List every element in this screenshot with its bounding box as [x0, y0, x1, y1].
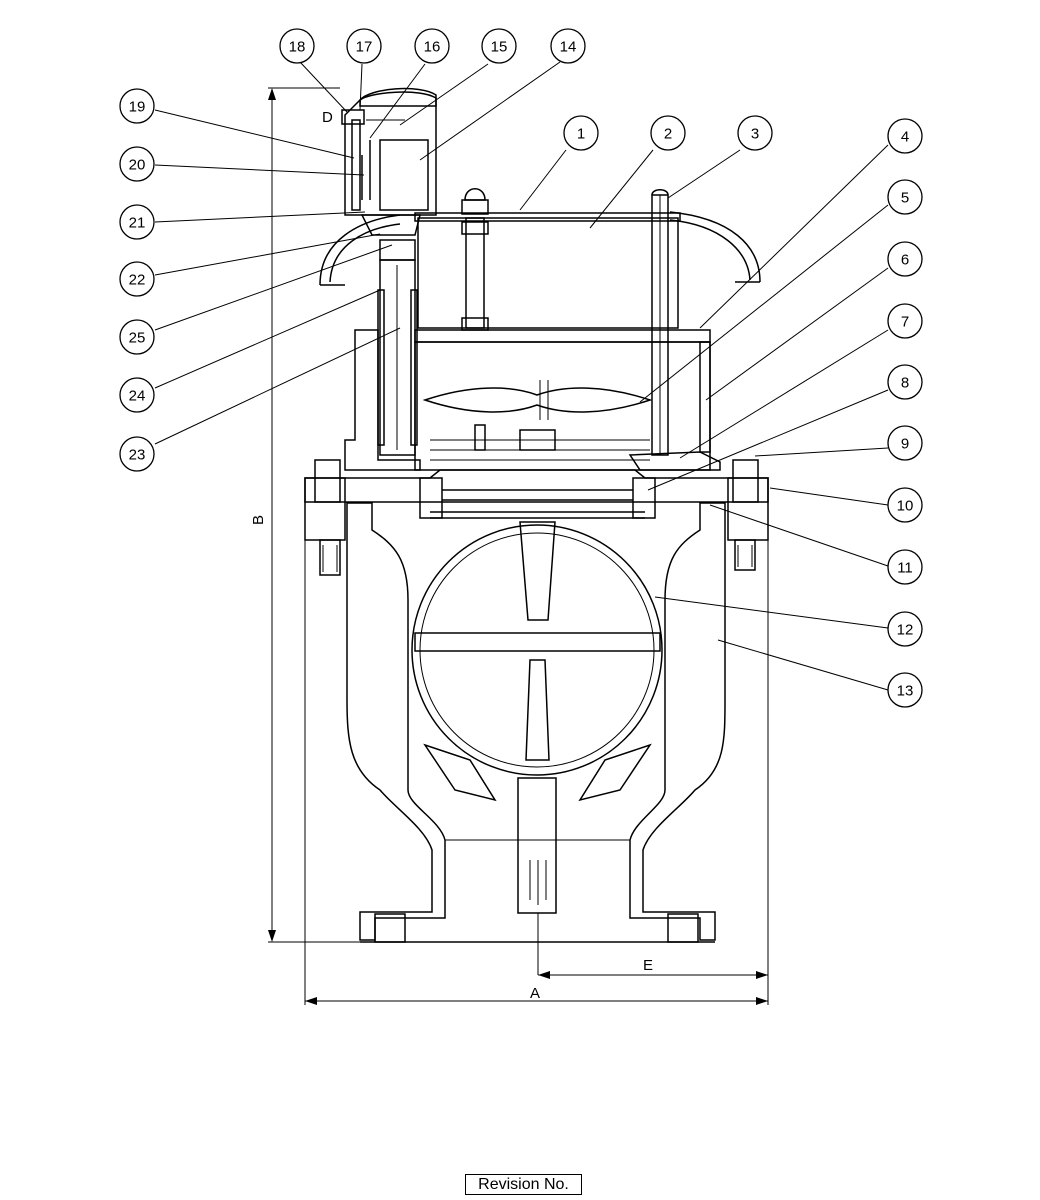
balloon-1: 1	[563, 115, 599, 151]
svg-text:23: 23	[129, 447, 146, 464]
revision-label: Revision No.	[465, 1174, 582, 1195]
bonnet	[344, 189, 721, 471]
valve-body	[346, 502, 726, 943]
svg-text:25: 25	[129, 330, 146, 347]
dim-b-label: B	[250, 515, 267, 525]
balloon-22: 22	[119, 261, 155, 297]
balloon-24: 24	[119, 377, 155, 413]
dim-a-label: A	[530, 985, 540, 1002]
body-flange	[304, 459, 769, 576]
balloon-25: 25	[119, 319, 155, 355]
small-orifice-assembly	[341, 87, 437, 456]
svg-text:24: 24	[129, 388, 146, 405]
svg-text:13: 13	[897, 683, 914, 700]
balloon-13: 13	[887, 672, 923, 708]
svg-text:10: 10	[897, 498, 914, 515]
svg-text:7: 7	[901, 314, 909, 331]
svg-text:3: 3	[751, 126, 759, 143]
dimensions: B A E D	[250, 87, 769, 1005]
svg-text:14: 14	[560, 39, 577, 56]
dim-d-label: D	[322, 109, 333, 126]
balloon-23: 23	[119, 436, 155, 472]
balloon-19: 19	[119, 88, 155, 124]
balloon-6: 6	[887, 241, 923, 277]
balloon-2: 2	[650, 115, 686, 151]
balloon-17: 17	[346, 28, 382, 64]
balloon-20: 20	[119, 146, 155, 182]
balloon-4: 4	[887, 118, 923, 154]
balloon-11: 11	[887, 549, 923, 585]
balloon-18: 18	[279, 28, 315, 64]
svg-text:17: 17	[356, 39, 373, 56]
balloon-10: 10	[887, 487, 923, 523]
float-ball	[411, 521, 663, 975]
balloon-3: 3	[737, 115, 773, 151]
balloon-15: 15	[481, 28, 517, 64]
svg-text:2: 2	[664, 126, 672, 143]
svg-text:18: 18	[289, 39, 306, 56]
svg-text:5: 5	[901, 190, 909, 207]
svg-text:16: 16	[424, 39, 441, 56]
svg-text:9: 9	[901, 436, 909, 453]
balloon-12: 12	[887, 611, 923, 647]
svg-text:4: 4	[901, 129, 909, 146]
svg-text:15: 15	[491, 39, 508, 56]
svg-text:21: 21	[129, 215, 146, 232]
svg-text:20: 20	[129, 157, 146, 174]
svg-text:6: 6	[901, 252, 909, 269]
balloon-7: 7	[887, 303, 923, 339]
balloon-21: 21	[119, 204, 155, 240]
balloon-5: 5	[887, 179, 923, 215]
leader-lines	[154, 61, 889, 691]
svg-text:8: 8	[901, 375, 909, 392]
svg-text:22: 22	[129, 272, 146, 289]
svg-text:19: 19	[129, 99, 146, 116]
svg-text:11: 11	[897, 560, 913, 577]
balloon-8: 8	[887, 364, 923, 400]
svg-text:1: 1	[577, 126, 585, 143]
dim-e-label: E	[643, 957, 653, 974]
svg-text:12: 12	[897, 622, 914, 639]
balloon-9: 9	[887, 425, 923, 461]
balloon-16: 16	[414, 28, 450, 64]
balloon-14: 14	[550, 28, 586, 64]
